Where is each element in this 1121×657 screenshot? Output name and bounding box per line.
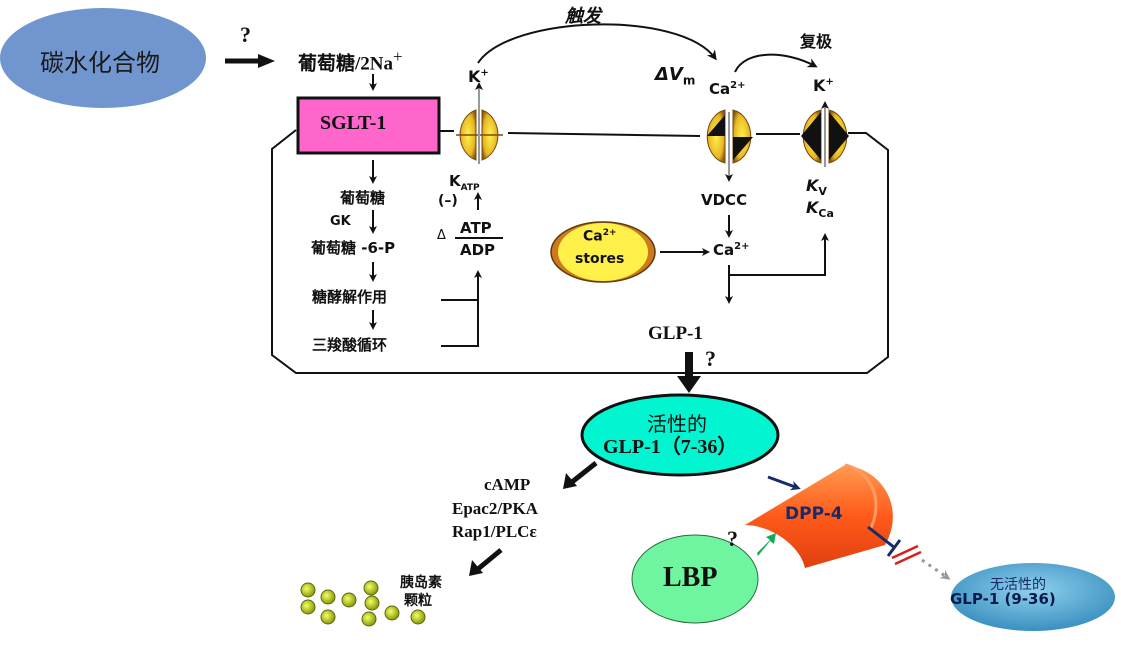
trigger-arc	[477, 23, 717, 64]
glp1-to-dpp4-arrow	[767, 475, 801, 491]
pathway-to-insulin-arrow	[476, 548, 503, 571]
carbohydrate-node	[0, 8, 206, 108]
inactive-glp1-line1: 无活性的	[990, 578, 1046, 593]
vdcc-label: VDCC	[701, 191, 748, 209]
kca-label: KCa	[806, 198, 834, 220]
glp1-to-camp-arrowhead	[563, 473, 577, 489]
ca-sup: 2+	[734, 241, 750, 252]
adp-label: ADP	[460, 241, 496, 259]
kv-text: K	[806, 176, 819, 195]
katp-sub: ATP	[460, 183, 480, 193]
k-text: K	[468, 67, 481, 86]
dpp4-enzyme-icon	[745, 463, 893, 568]
inhibition-bar	[886, 539, 902, 557]
k-text: K	[813, 76, 826, 95]
ca-mid-label: Ca2+	[713, 241, 749, 259]
ca-top-label: Ca2+	[709, 80, 745, 98]
lbp-label: LBP	[663, 562, 718, 593]
camp-label: cAMP	[484, 475, 531, 494]
rap1-plc-label: Rap1/PLCε	[452, 522, 537, 541]
ca-sup: 2+	[730, 80, 746, 91]
katp-label: KATP	[449, 172, 480, 193]
glp1-to-camp-arrow	[570, 461, 598, 484]
gk-label: GK	[330, 214, 351, 229]
delta-vm-text: ΔV	[655, 64, 683, 85]
k-sup: +	[825, 76, 834, 88]
kv-channel-icon	[801, 101, 849, 167]
carb-to-glucose-arrowhead	[258, 54, 275, 68]
lbp-node	[631, 534, 759, 624]
kv-label: KV	[806, 176, 827, 198]
trigger-label: 触发	[565, 6, 601, 27]
glp1-release-arrow	[685, 352, 693, 378]
vdcc-channel-icon	[706, 109, 753, 182]
insulin-granules-icon	[300, 580, 426, 627]
k-ion-label: K+	[468, 67, 489, 86]
k-right-label: K+	[813, 76, 834, 95]
ca-stores-top-label: Ca2+	[583, 228, 617, 245]
katp-text: K	[449, 172, 461, 190]
question-mark: ?	[727, 526, 738, 551]
ca-text: Ca	[713, 241, 735, 259]
glp1-label: GLP-1	[648, 323, 703, 344]
insulin-label: 胰岛素	[400, 575, 442, 591]
ca-stores-bottom-label: stores	[575, 251, 625, 267]
inactive-glp1-node	[951, 563, 1115, 631]
k-sup: +	[480, 67, 489, 79]
delta-vm-label: ΔVm	[655, 64, 695, 88]
question-mark: ?	[705, 346, 716, 371]
glucose-label: 葡萄糖	[340, 189, 386, 207]
delta-vm-sub: m	[682, 73, 696, 88]
blocked-bar	[891, 544, 919, 560]
active-glp1-node	[580, 393, 780, 477]
sglt1-label: SGLT-1	[320, 112, 387, 134]
membrane-segment	[507, 132, 701, 137]
inactive-glp1-line2: GLP-1 (9-36)	[950, 590, 1056, 608]
lbp-to-dpp4-arrow	[757, 533, 776, 556]
degradation-arrow	[921, 558, 951, 580]
repolarize-arc	[734, 53, 818, 73]
ca-text: Ca	[583, 228, 603, 245]
ca-sup: 2+	[602, 228, 617, 238]
question-mark: ?	[240, 22, 251, 47]
tca-cycle-label: 三羧酸循环	[312, 336, 388, 354]
plus-sup: +	[393, 47, 403, 66]
sglt1-transporter	[296, 96, 441, 155]
granule-label: 颗粒	[404, 593, 432, 609]
epac-pka-label: Epac2/PKA	[452, 499, 538, 518]
glucose-sodium-text: 葡萄糖/2Na	[298, 53, 394, 75]
ca-text: Ca	[709, 80, 731, 98]
kv-sub: V	[818, 185, 827, 199]
active-glp1-line1: 活性的	[647, 414, 707, 436]
dpp4-inhibition-line	[867, 525, 896, 550]
glucose-sodium-label: 葡萄糖/2Na+	[298, 47, 403, 75]
delta-label: Δ	[437, 228, 446, 243]
pathway-to-insulin-arrowhead	[469, 560, 483, 576]
negative-label: (–)	[438, 193, 458, 209]
glp1-release-arrowhead	[677, 376, 701, 393]
blocked-bar	[894, 550, 922, 566]
tca-feedback-line	[441, 270, 482, 347]
kca-text: K	[806, 198, 819, 217]
kca-sub: Ca	[818, 207, 834, 221]
glycolysis-label: 糖酵解作用	[312, 288, 388, 306]
ca-stores-icon	[550, 221, 656, 283]
cell-membrane	[271, 129, 889, 374]
atp-label: ATP	[460, 219, 492, 237]
active-glp1-line2: GLP-1（7-36）	[603, 436, 738, 458]
carbohydrate-label: 碳水化合物	[40, 51, 160, 77]
dpp4-label: DPP-4	[785, 504, 843, 524]
repolarize-label: 复极	[800, 32, 833, 51]
g6p-label: 葡萄糖 -6-P	[311, 239, 396, 257]
katp-channel-icon	[456, 82, 503, 164]
